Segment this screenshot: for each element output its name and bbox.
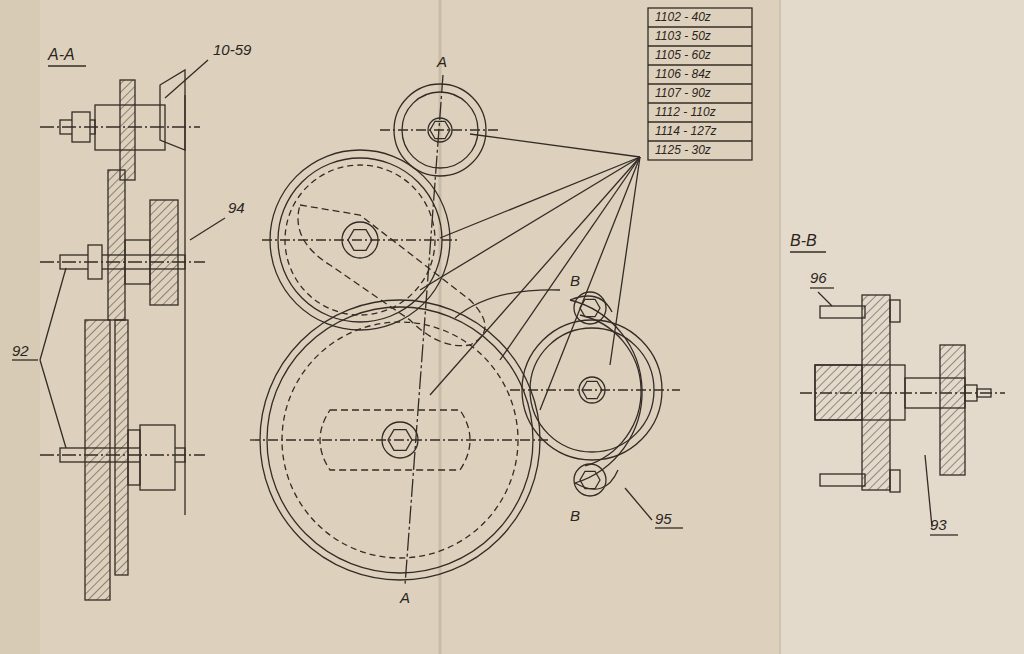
callout-number: 93 — [930, 517, 947, 532]
section-mark: A — [437, 54, 447, 69]
part-number: 10-59 — [213, 42, 251, 57]
section-label: B-B — [790, 233, 817, 249]
table-cell: 1106 - 84z — [655, 68, 711, 80]
section-mark: A — [400, 590, 410, 605]
callout-number: 92 — [12, 343, 29, 358]
table-cell: 1112 - 110z — [655, 106, 716, 118]
table-cell: 1114 - 127z — [655, 125, 717, 137]
table-cell: 1107 - 90z — [655, 87, 711, 99]
table-cell: 1103 - 50z — [655, 30, 711, 42]
callout-number: 95 — [655, 511, 672, 526]
table-cell: 1125 - 30z — [655, 144, 711, 156]
table-cell: 1105 - 60z — [655, 49, 711, 61]
table-cell: 1102 - 40z — [655, 11, 711, 23]
section-label: A-A — [48, 47, 75, 63]
section-mark: B — [570, 273, 580, 288]
section-mark: B — [570, 508, 580, 523]
callout-number: 94 — [228, 200, 245, 215]
callout-number: 96 — [810, 270, 827, 285]
